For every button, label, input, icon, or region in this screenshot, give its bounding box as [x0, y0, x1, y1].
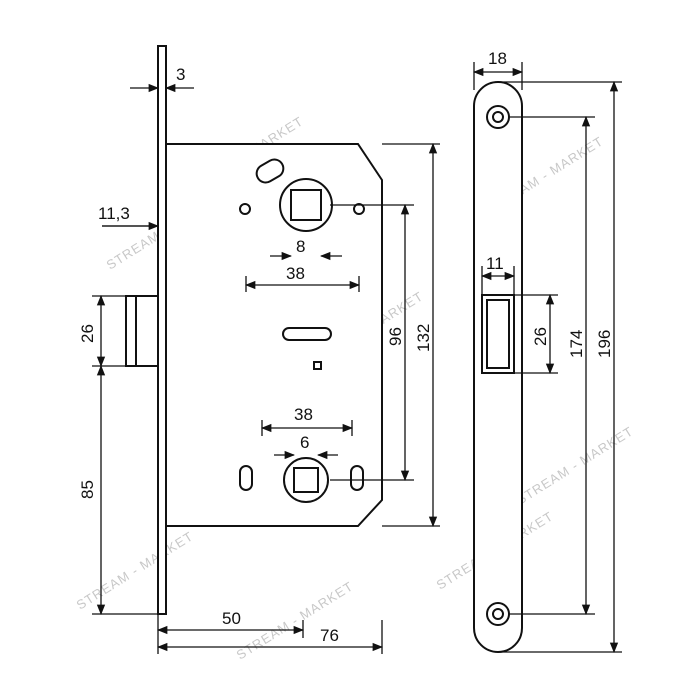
lock-case [165, 143, 383, 527]
lock-body-view [125, 45, 383, 615]
latch-bolt [125, 295, 159, 367]
faceplate [157, 45, 167, 615]
dim-strike-slot-height: 26 [531, 327, 550, 346]
strike-plate-view [473, 81, 523, 653]
dim-body-height: 132 [414, 324, 433, 352]
strike-slot-inner [486, 299, 510, 369]
watermark-text: STREAM - MARKET [74, 528, 196, 612]
dim-handle-hole-spacing: 38 [286, 264, 305, 283]
strike-screw-top-inner [492, 111, 504, 123]
dim-strike-length: 196 [595, 330, 614, 358]
dim-latch-height: 26 [78, 324, 97, 343]
keyhole-slot [282, 327, 332, 341]
dim-bottom-square: 6 [300, 433, 309, 452]
watermark-text: STREAM - MARKET [234, 578, 356, 662]
dim-body-depth: 76 [320, 626, 339, 645]
dim-keyhole-spacing: 38 [294, 405, 313, 424]
screw-hole-right [353, 203, 365, 215]
slot-left [239, 465, 253, 491]
dim-strike-width: 18 [488, 49, 507, 68]
dim-faceplate-thickness: 3 [176, 65, 185, 84]
screw-hole-left [239, 203, 251, 215]
dimension-labels: 3 11,3 8 38 26 85 38 6 50 76 96 132 18 1… [78, 49, 614, 645]
dim-strike-hole-spacing: 174 [567, 330, 586, 358]
spindle-lever [255, 158, 285, 184]
spindle-square-hole [290, 189, 322, 221]
dim-faceplate-offset: 11,3 [98, 204, 130, 223]
dim-center-distance: 96 [386, 327, 405, 346]
dim-strike-slot-width: 11 [486, 254, 504, 273]
slot-right [350, 465, 364, 491]
small-square [313, 361, 322, 370]
strike-screw-bottom-inner [492, 608, 504, 620]
dim-latch-to-bottom: 85 [78, 480, 97, 499]
dim-spindle-square: 8 [296, 237, 305, 256]
turn-square-hole [293, 467, 319, 493]
watermark-text: STREAM - MARKET [514, 423, 636, 507]
dimension-lines [92, 48, 622, 654]
dim-backset: 50 [222, 609, 241, 628]
